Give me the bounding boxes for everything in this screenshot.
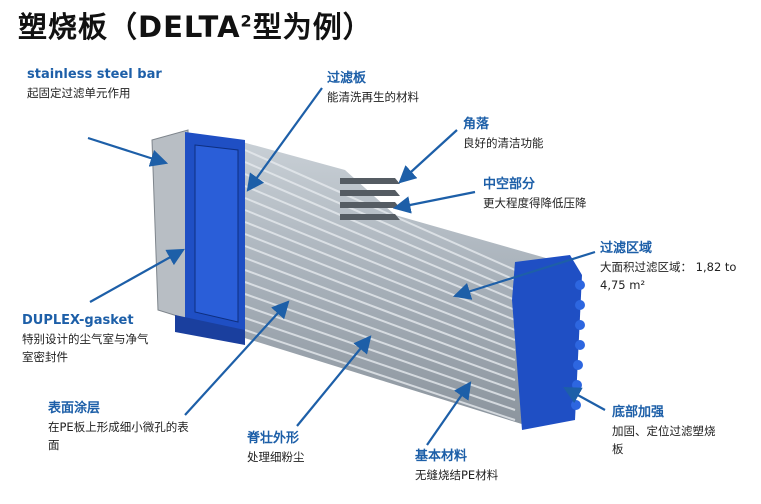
label-coating: 表面涂层在PE板上形成细小微孔的表面 [48, 401, 189, 452]
rib-line [244, 281, 516, 381]
arrow-bottom [563, 386, 606, 411]
arrow-filter-plate [246, 87, 323, 192]
rib-line [244, 173, 516, 291]
label-hollow: 中空部分更大程度得降低压降 [483, 177, 587, 210]
rib-line [244, 221, 516, 331]
arrow-base [426, 381, 472, 446]
rib-line [244, 233, 516, 341]
label-bottom-reinforce: 底部加强加固、定位过滤塑烧板 [612, 405, 716, 456]
rib-line [244, 185, 516, 301]
arrow-hollow [392, 190, 476, 214]
rib-line [244, 209, 516, 321]
rib-line [244, 293, 516, 391]
arrow-coating [184, 300, 290, 416]
label-ridge: 脊壮外形处理细粉尘 [247, 431, 305, 464]
rib-line [244, 149, 516, 271]
corner-ribs [340, 178, 400, 220]
steel-bar [151, 129, 191, 321]
rib-line [244, 161, 516, 281]
page-title: 塑烧板（DELTA2型为例） [18, 10, 373, 44]
arrow-gasket [89, 248, 185, 303]
label-corner: 角落良好的清洁功能 [463, 117, 544, 150]
arrow-steel-bar [87, 136, 169, 167]
rib-line [244, 269, 516, 371]
label-filter-plate: 过滤板能清洗再生的材料 [327, 71, 419, 104]
rib-line [244, 329, 516, 421]
end-cap [512, 255, 582, 430]
rib-line [244, 245, 516, 351]
label-base-material: 基本材料无缝烧结PE材料 [415, 449, 499, 482]
rib-line [244, 257, 516, 361]
arrow-filter-area [452, 250, 596, 300]
arrow-ridge [296, 335, 372, 427]
arrow-corner [398, 129, 458, 184]
